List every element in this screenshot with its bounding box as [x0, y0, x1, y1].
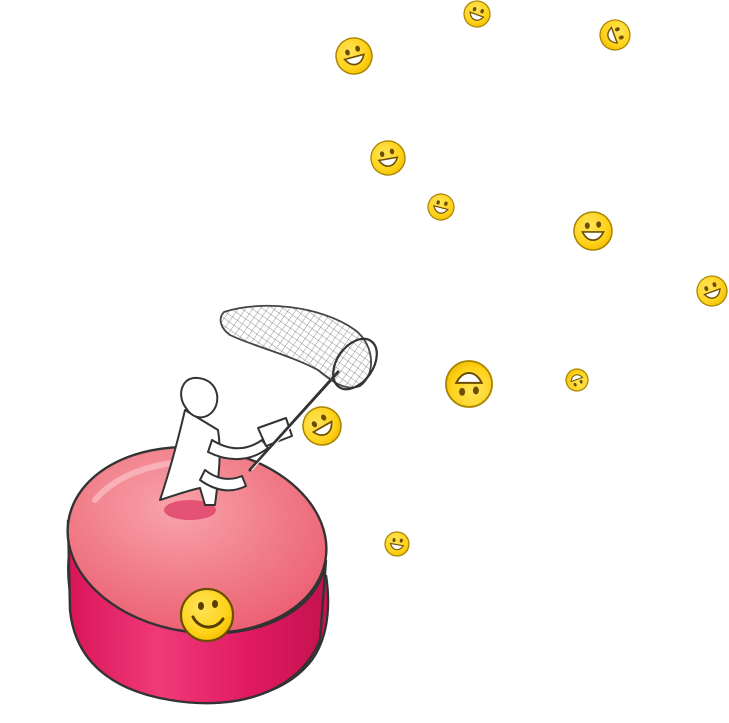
smiley-face-icon — [696, 275, 728, 307]
net-rim — [332, 337, 378, 391]
figure-arm — [207, 439, 269, 461]
smiley-face-icon — [335, 37, 373, 75]
smiley-face-icon — [463, 0, 491, 28]
net-handle — [248, 370, 340, 472]
box-badge-smiley-icon — [179, 587, 235, 643]
gift-box — [66, 445, 330, 705]
net-mesh — [219, 304, 372, 389]
figure-hand — [257, 417, 293, 447]
smiley-face-icon — [445, 360, 493, 408]
smiley-face-icon — [565, 368, 589, 392]
butterfly-net — [219, 304, 378, 472]
figure-head — [180, 376, 219, 419]
smiley-face-icon — [302, 406, 342, 446]
smiley-face-icon — [370, 140, 406, 176]
smiley-face-icon — [384, 531, 410, 557]
smiley-face-icon — [427, 193, 455, 221]
flying-smileys — [302, 0, 728, 557]
figure-arm-lower — [199, 469, 247, 492]
smiley-face-icon — [599, 19, 631, 51]
box-hole — [164, 500, 216, 520]
smiley-face-icon — [573, 211, 613, 251]
